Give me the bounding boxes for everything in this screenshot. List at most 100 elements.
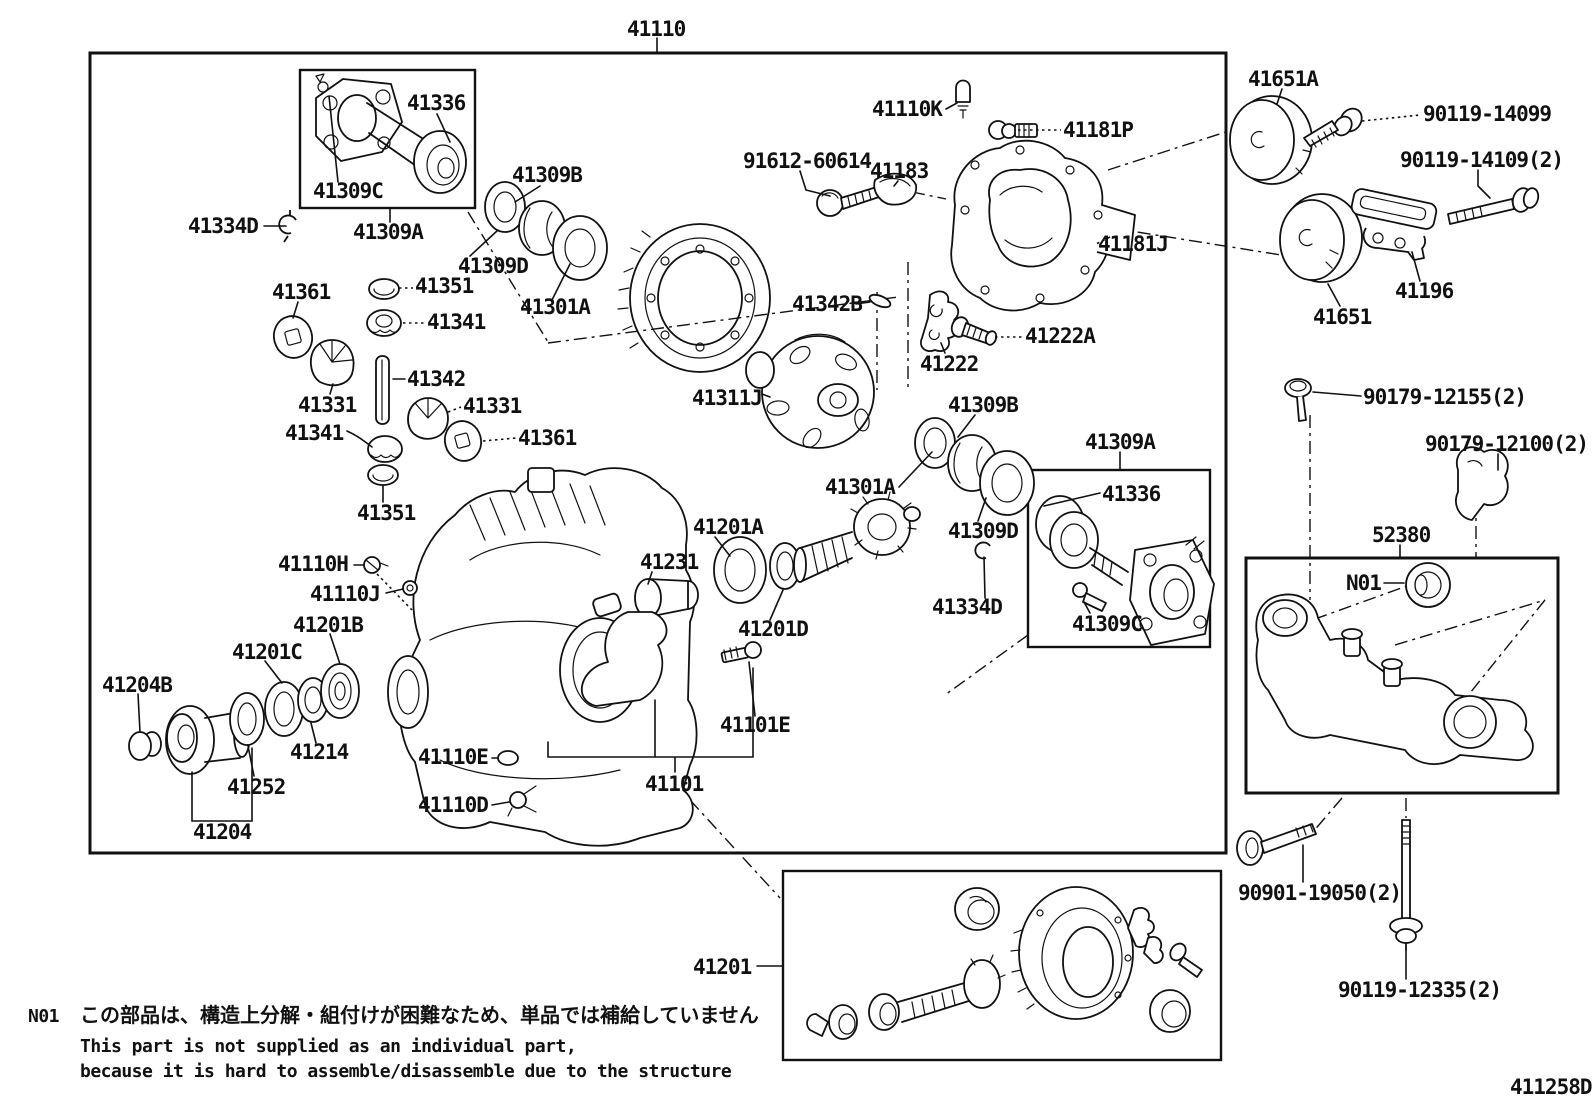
- drawing-bolt-90901-19050: [1236, 823, 1317, 866]
- part-label-41201A: 41201A: [693, 515, 764, 539]
- part-label-41101: 41101: [645, 772, 704, 796]
- drawing-ring-gear: [617, 223, 771, 373]
- drawing-differential-support-52380: [1255, 562, 1534, 765]
- part-label-41110H: 41110H: [278, 552, 348, 576]
- part-label-41651A: 41651A: [1248, 67, 1319, 91]
- part-label-41309D-left: 41309D: [458, 254, 528, 278]
- drawing-bolt-41222A: [950, 316, 998, 346]
- part-label-41309D-right: 41309D: [948, 519, 1018, 543]
- part-label-90179-12100: 90179-12100(2): [1425, 432, 1588, 456]
- part-label-41110D: 41110D: [418, 793, 488, 817]
- part-label-41101E: 41101E: [720, 713, 790, 737]
- part-label-41181J: 41181J: [1098, 232, 1168, 256]
- subassembly-box-52380: [1244, 556, 1560, 795]
- leader-lines: [137, 37, 1499, 980]
- part-label-90901-19050: 90901-19050(2): [1238, 881, 1401, 905]
- part-label-41331-left: 41331: [298, 393, 357, 417]
- part-label-90119-12335: 90119-12335(2): [1338, 978, 1501, 1002]
- part-label-41342: 41342: [407, 367, 465, 391]
- drawing-nut-90179-12155: [1284, 378, 1312, 422]
- drawing-cushion-41651A: [1229, 95, 1313, 185]
- part-label-41342B: 41342B: [792, 292, 862, 316]
- drawing-pinion-row: [634, 491, 921, 618]
- part-label-41334D-left: 41334D: [188, 214, 258, 238]
- part-label-41309C-right: 41309C: [1072, 612, 1142, 636]
- drawing-breather-41110K: [955, 79, 971, 119]
- part-label-41222: 41222: [920, 352, 978, 376]
- drawing-flange-assembly-right: [1035, 495, 1215, 646]
- part-label-41309A-left: 41309A: [353, 220, 424, 244]
- part-label-90119-14109: 90119-14109(2): [1400, 148, 1563, 172]
- part-label-41341-upper: 41341: [427, 310, 486, 334]
- drawing-screw-41110H: [363, 556, 389, 574]
- part-label-41204B: 41204B: [102, 673, 172, 697]
- part-label-41309A-right: 41309A: [1085, 430, 1156, 454]
- footnote-japanese: この部品は、構造上分解・組付けが困難なため、単品では補給していません: [80, 1003, 759, 1027]
- part-label-91612-60614: 91612-60614: [743, 149, 871, 173]
- part-label-41311J: 41311J: [692, 386, 762, 410]
- part-label-41110K: 41110K: [872, 97, 943, 121]
- drawing-bearing-set-upper: [484, 181, 608, 281]
- drawing-bearing-set-lower: [914, 417, 1035, 516]
- drawing-stud-90119-12335: [1389, 819, 1423, 951]
- drawing-differential-case: [745, 333, 875, 449]
- footnote: N01 この部品は、構造上分解・組付けが困難なため、単品では補給していません T…: [28, 1003, 759, 1082]
- part-label-41301A-right: 41301A: [825, 475, 896, 499]
- part-label-41331-right: 41331: [463, 394, 522, 418]
- part-label-41361-upper: 41361: [272, 280, 331, 304]
- part-label-41351-lower: 41351: [357, 501, 416, 525]
- part-label-41351-upper: 41351: [415, 274, 474, 298]
- drawing-washer-41110J: [402, 580, 418, 596]
- part-label-41201B: 41201B: [293, 613, 363, 637]
- drawing-bolt-90119-14109: [1447, 187, 1540, 225]
- part-label-41336-right: 41336: [1102, 482, 1161, 506]
- part-label-41301A-left: 41301A: [520, 295, 591, 319]
- part-label-41252: 41252: [227, 775, 285, 799]
- drawing-clip-41334D-right: [974, 541, 991, 560]
- drawing-stay-41222: [920, 290, 960, 352]
- drawing-flange-assembly-left: [315, 73, 467, 194]
- drawing-final-gear-kit-41201: [806, 886, 1203, 1040]
- part-label-41361-lower: 41361: [518, 426, 577, 450]
- part-label-41181P: 41181P: [1063, 118, 1133, 142]
- part-label-41334D-right: 41334D: [932, 595, 1002, 619]
- footnote-code: N01: [28, 1006, 59, 1027]
- part-label-41110J: 41110J: [310, 582, 380, 606]
- drawing-cushion-41651: [1279, 193, 1363, 283]
- drawing-bolt-41309C-right: [1072, 582, 1107, 612]
- drawing-cover-plate-41181J: [950, 139, 1136, 312]
- part-label-90119-14099: 90119-14099: [1423, 102, 1551, 126]
- part-label-41110: 41110: [627, 17, 686, 41]
- part-label-41222A: 41222A: [1025, 324, 1096, 348]
- main-assembly-box-41110: [88, 51, 1228, 855]
- drawing-bolt-90119-14099: [1303, 107, 1363, 148]
- drawing-sensor-41181P: [988, 120, 1038, 140]
- drawing-front-flange-row: [128, 663, 360, 775]
- part-label-52380: 52380: [1372, 523, 1431, 547]
- drawing-cushion-90179-12100: [1455, 446, 1509, 521]
- drawing-pin-41342B: [868, 293, 892, 309]
- figure-id-label: 411258D: [1510, 1075, 1592, 1099]
- drawing-bolt-41101E: [720, 641, 762, 664]
- subassembly-box-41309A-right: [1026, 468, 1212, 649]
- drawing-bushing-N01: [1405, 562, 1451, 608]
- drawing-plug-41110E: [497, 750, 519, 766]
- part-label-41204: 41204: [193, 820, 252, 844]
- part-label-41309B-right: 41309B: [948, 393, 1018, 417]
- drawing-bolt-91612: [816, 185, 883, 217]
- drawing-plug-41110D: [507, 785, 537, 817]
- part-label-N01: N01: [1346, 571, 1381, 595]
- drawing-bolt-in-41201-box: [1169, 942, 1203, 978]
- part-label-41196: 41196: [1395, 279, 1454, 303]
- part-label-41201: 41201: [693, 955, 752, 979]
- footnote-english-line2: because it is hard to assemble/disassemb…: [80, 1061, 732, 1082]
- footnote-english-line1: This part is not supplied as an individu…: [80, 1036, 576, 1057]
- drawing-spider-gear-set: [272, 278, 483, 486]
- part-label-41214: 41214: [290, 740, 349, 764]
- subassembly-box-41309A-left: [298, 68, 477, 210]
- part-label-41231: 41231: [640, 550, 699, 574]
- drawing-clip-41334D-left: [278, 210, 297, 243]
- drawing-bracket-41101: [580, 592, 668, 707]
- part-label-90179-12155: 90179-12155(2): [1363, 385, 1526, 409]
